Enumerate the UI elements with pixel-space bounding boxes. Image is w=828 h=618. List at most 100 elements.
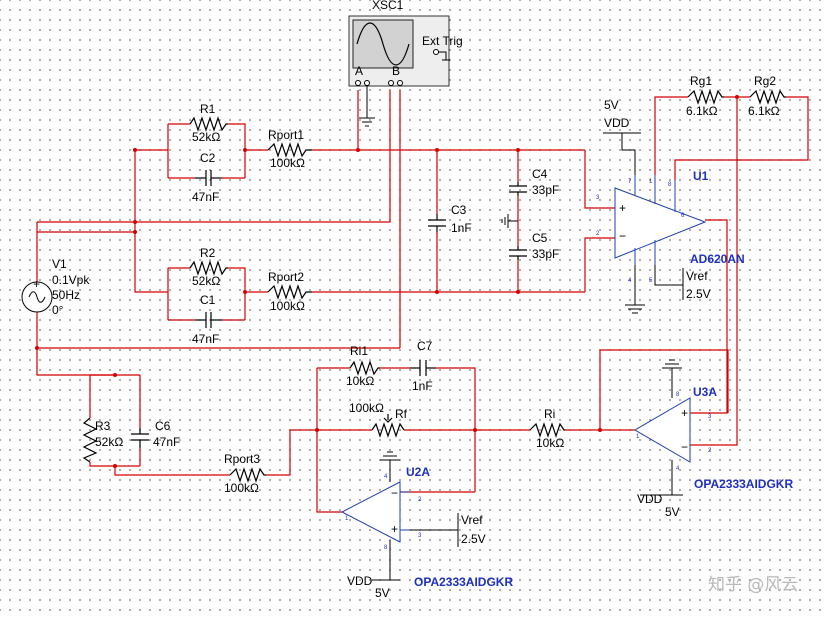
rport3-name: Rport3: [224, 452, 260, 466]
u1-supply: 5V: [604, 98, 619, 112]
junctions: [35, 95, 739, 468]
u3a-name: U3A: [693, 385, 717, 399]
voltage-source-v1[interactable]: + V1 0.1Vpk 50Hz 0°: [21, 257, 90, 317]
oscilloscope-xsc1[interactable]: XSC1 Ext Trig A B: [348, 0, 463, 127]
rg2-name: Rg2: [754, 74, 776, 88]
v1-phase: 0°: [52, 303, 64, 317]
capacitor-c2[interactable]: C2 47nF: [192, 151, 222, 204]
svg-text:8: 8: [384, 545, 388, 551]
u1-name: U1: [693, 169, 709, 183]
resistor-r1[interactable]: R1 52kΩ: [189, 102, 228, 144]
capacitor-c4[interactable]: C4 33pF: [509, 167, 559, 197]
rf-value: 100kΩ: [349, 401, 384, 415]
svg-text:2: 2: [596, 231, 600, 237]
u1-vref-value: 2.5V: [686, 287, 711, 301]
svg-text:3: 3: [708, 414, 712, 420]
v1-amplitude: 0.1Vpk: [52, 273, 90, 287]
opamp-u2a[interactable]: − + 2 3 1 4 8 U2A OPA2333AIDGKR Vref 2.5…: [340, 465, 513, 600]
svg-text:8: 8: [668, 182, 672, 188]
v1-frequency: 50Hz: [52, 288, 80, 302]
rg1-value: 6.1kΩ: [686, 104, 718, 118]
rg2-value: 6.1kΩ: [748, 104, 780, 118]
u2a-part: OPA2333AIDGKR: [414, 575, 513, 589]
c1-name: C1: [200, 293, 216, 307]
u3a-part: OPA2333AIDGKR: [694, 477, 793, 491]
c4-name: C4: [532, 167, 548, 181]
c4-value: 33pF: [532, 183, 559, 197]
svg-text:2: 2: [708, 448, 712, 454]
resistor-r2[interactable]: R2 52kΩ: [189, 246, 228, 288]
resistor-rport2[interactable]: Rport2 100kΩ: [267, 270, 312, 313]
u2a-name: U2A: [406, 465, 430, 479]
c3-name: C3: [451, 203, 467, 217]
r3-value: 52kΩ: [95, 435, 123, 449]
ground-symbol-u3a: [662, 359, 682, 375]
u3a-supply: 5V: [665, 505, 680, 519]
c5-value: 33pF: [532, 247, 559, 261]
r2-value: 52kΩ: [192, 274, 220, 288]
svg-text:+: +: [391, 522, 398, 536]
sine-wave-icon: [356, 22, 410, 66]
rport1-name: Rport1: [268, 128, 304, 142]
resistor-rport3[interactable]: Rport3 100kΩ: [224, 452, 266, 495]
svg-text:8: 8: [676, 392, 680, 398]
ri1-value: 10kΩ: [346, 374, 374, 388]
ground-symbol-c4c5: [501, 214, 518, 228]
c1-value: 47nF: [192, 332, 219, 346]
svg-text:−: −: [391, 486, 398, 500]
u2a-vref: Vref: [461, 513, 483, 527]
c6-name: C6: [155, 419, 171, 433]
capacitor-c1[interactable]: C1 47nF: [192, 293, 222, 346]
capacitor-c7[interactable]: C7 1nF: [410, 339, 436, 393]
u1-vdd: VDD: [604, 116, 630, 130]
c3-value: 1nF: [451, 221, 472, 235]
rg1-name: Rg1: [690, 74, 712, 88]
svg-text:4: 4: [628, 278, 632, 284]
resistor-rg1[interactable]: Rg1 6.1kΩ: [686, 74, 724, 118]
rport2-value: 100kΩ: [270, 299, 305, 313]
svg-text:7: 7: [628, 179, 632, 185]
wires: [36, 90, 809, 580]
ri1-name: Ri1: [350, 344, 368, 358]
instrumentation-amp-u1[interactable]: + − 3 2 7 1 8 4 5 6 U1 AD620AN 5V VDD Vr…: [596, 98, 745, 314]
u1-vref: Vref: [686, 269, 708, 283]
c2-name: C2: [200, 151, 216, 165]
svg-text:5: 5: [649, 278, 653, 284]
ground-symbol-u2a: [380, 451, 400, 461]
opamp-u3a[interactable]: + − 3 2 1 8 4 U3A OPA2333AIDGKR VDD 5V: [634, 385, 793, 519]
rf-name: Rf: [395, 407, 408, 421]
c7-value: 1nF: [412, 379, 433, 393]
r2-name: R2: [200, 246, 216, 260]
u2a-vdd: VDD: [347, 574, 373, 588]
resistor-rport1[interactable]: Rport1 100kΩ: [267, 128, 312, 170]
resistor-ri1[interactable]: Ri1 10kΩ: [346, 344, 380, 388]
capacitor-c6[interactable]: C6 47nF: [131, 419, 180, 449]
r1-name: R1: [200, 102, 216, 116]
rport3-value: 100kΩ: [224, 481, 259, 495]
u1-part: AD620AN: [690, 252, 745, 266]
r1-value: 52kΩ: [192, 130, 220, 144]
rport1-value: 100kΩ: [270, 156, 305, 170]
resistor-ri[interactable]: Ri 10kΩ: [529, 407, 565, 450]
potentiometer-rf[interactable]: 100kΩ Rf: [349, 401, 408, 438]
svg-text:+: +: [619, 201, 626, 215]
scope-ch-b: B: [392, 64, 400, 78]
scope-ch-a: A: [355, 64, 363, 78]
svg-text:1: 1: [345, 516, 349, 522]
capacitor-c5[interactable]: C5 33pF: [509, 231, 559, 261]
c5-name: C5: [532, 231, 548, 245]
svg-text:4: 4: [384, 474, 388, 480]
c7-name: C7: [417, 339, 433, 353]
u2a-vref-value: 2.5V: [461, 532, 486, 546]
svg-text:1: 1: [649, 179, 653, 185]
capacitor-c3[interactable]: C3 1nF: [428, 203, 472, 235]
resistor-r3[interactable]: R3 52kΩ: [82, 417, 123, 463]
scope-ext-trig: Ext Trig: [422, 34, 463, 48]
svg-text:2: 2: [418, 497, 422, 503]
svg-text:3: 3: [418, 533, 422, 539]
resistor-rg2[interactable]: Rg2 6.1kΩ: [748, 74, 786, 118]
u2a-supply: 5V: [375, 586, 390, 600]
u3a-vdd: VDD: [637, 492, 663, 506]
scope-name: XSC1: [372, 0, 404, 12]
